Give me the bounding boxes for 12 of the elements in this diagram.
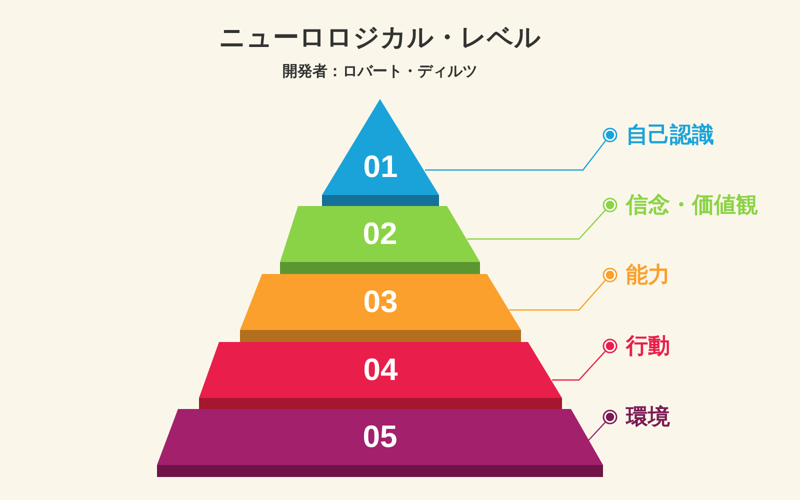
level-label: 能力 — [626, 262, 670, 290]
level-label: 自己認識 — [626, 122, 714, 150]
subtitle: 開発者：ロバート・ディルツ — [282, 62, 478, 81]
leader-line — [425, 140, 606, 171]
leader-line — [552, 350, 606, 381]
level-label: 環境 — [626, 404, 670, 432]
leader-line — [586, 422, 606, 442]
leader-line — [467, 210, 606, 240]
level-label: 信念・価値観 — [626, 192, 758, 220]
title: ニューロロジカル・レベル — [218, 22, 542, 55]
level-label: 行動 — [626, 333, 670, 361]
leader-line — [509, 280, 606, 311]
